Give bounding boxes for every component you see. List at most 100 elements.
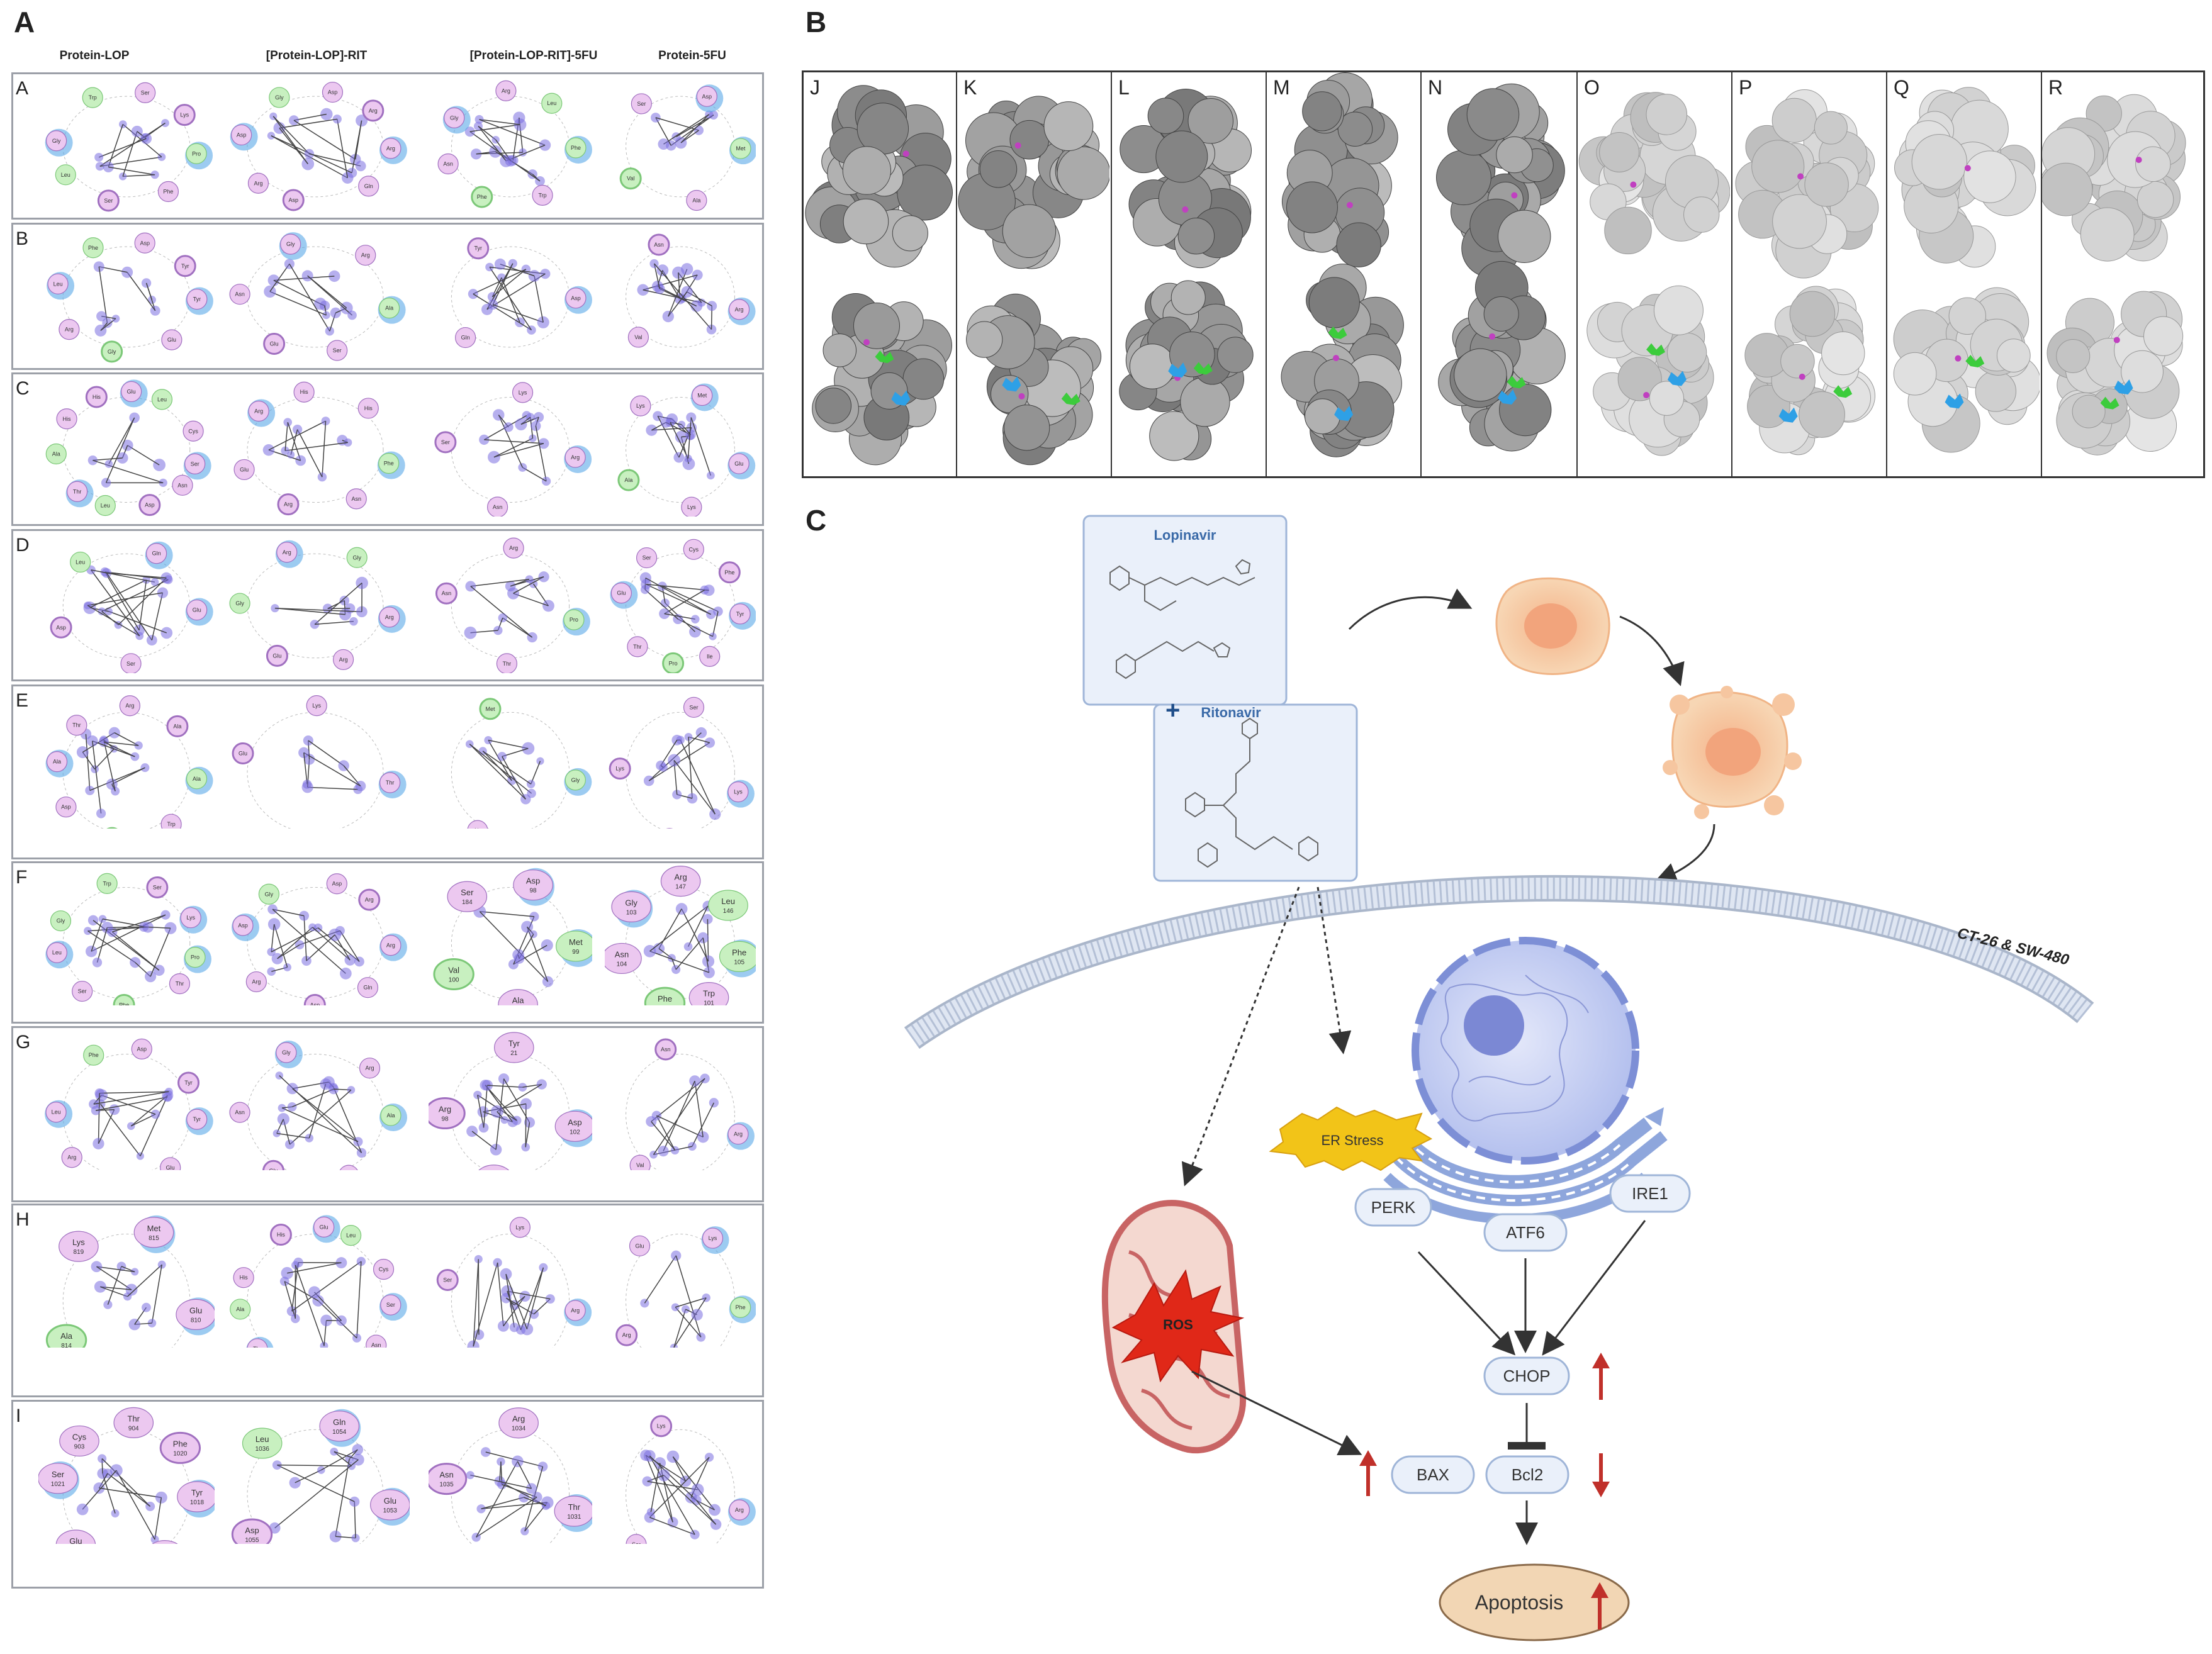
residue-bubble <box>293 381 315 403</box>
ligand-bond <box>656 1115 676 1151</box>
ligand-bond <box>126 272 156 311</box>
ligand-bond <box>478 126 507 162</box>
ligand-bond <box>688 737 693 799</box>
ligand-atom <box>160 627 173 639</box>
ligand-atom <box>529 434 537 442</box>
residue-bubble <box>94 495 116 517</box>
ligand-atom <box>644 1512 656 1523</box>
surface-lobe <box>1649 381 1685 416</box>
residue-bubble <box>728 299 750 320</box>
ligand-marker-magenta <box>2113 337 2120 344</box>
ligand-bond <box>154 1497 162 1539</box>
ligand-bond <box>284 422 288 451</box>
surface-lobe <box>2056 338 2091 373</box>
residue-bubble <box>345 488 367 510</box>
ligand-bond <box>337 119 349 178</box>
ligand-bond <box>663 1080 695 1151</box>
surface-lobe <box>1435 150 1491 206</box>
residue-label: Trp <box>167 821 176 827</box>
ligand-bond <box>535 425 547 482</box>
row-label: F <box>16 867 28 888</box>
residue-label: Trp <box>103 880 111 886</box>
ligand-atom <box>287 1102 297 1112</box>
ligand-atom <box>531 420 541 432</box>
surface-lobe <box>1499 383 1552 437</box>
residue-label: Gln <box>461 335 470 341</box>
ligand-atom <box>76 746 89 759</box>
ligand-atom <box>541 476 551 486</box>
residue-bubble <box>692 384 713 406</box>
residue-bubble <box>276 1042 297 1063</box>
ligand-atom <box>291 1314 300 1324</box>
surface-panel-o: O <box>1578 72 1732 476</box>
ligand-bond <box>473 1262 498 1347</box>
ligand-bond <box>273 279 321 305</box>
ligand-atom <box>157 1260 166 1269</box>
ligand-bond <box>96 1266 132 1290</box>
surface-lobe <box>1057 146 1109 200</box>
ligand-atom <box>480 1447 491 1457</box>
binding-pocket-outline <box>247 712 384 829</box>
residue-bubble <box>564 769 586 791</box>
ligand-atom <box>538 438 549 449</box>
ligand-atom <box>464 626 477 639</box>
residue-bubble <box>429 1463 468 1495</box>
residue-label: Ser <box>443 1277 452 1283</box>
residue-bubble <box>121 381 142 403</box>
residue-bubble <box>245 971 267 993</box>
interaction-row-g: GTyrGluGlyArgLeuPheAspTyrAlaSerGluAsnGly… <box>11 1026 764 1202</box>
ligand-atom <box>128 1318 141 1331</box>
ligand-atom <box>116 452 128 464</box>
residue-label: Gln <box>363 985 372 991</box>
ligand-atom <box>471 148 482 160</box>
ligand-atom <box>489 145 502 158</box>
residue-bubble <box>248 400 269 422</box>
residue-bubble <box>96 873 118 895</box>
residue-bubble <box>727 1124 749 1145</box>
ligand-bond <box>272 116 310 155</box>
residue-label: Gly <box>265 891 274 897</box>
residue-label: Leu <box>52 949 62 956</box>
residue-bubble <box>269 1224 292 1246</box>
ligand-bond <box>469 744 532 794</box>
ligand-bond <box>92 740 135 757</box>
ligand-atom <box>493 625 503 635</box>
residue-bubble <box>380 935 401 956</box>
protein-surface-apo <box>1894 87 2036 268</box>
ligand-bond <box>127 1264 162 1297</box>
ligand-bond <box>82 1470 117 1510</box>
surface-panel-label: K <box>963 76 977 99</box>
residue-bubble <box>55 164 76 186</box>
residue-label: Phe <box>163 188 173 194</box>
residue-bubble <box>471 186 493 208</box>
residue-label: Phe <box>477 194 487 200</box>
protein-surface-complex <box>1281 264 1404 457</box>
residue-label: Glu <box>635 1243 644 1249</box>
ligand-bond <box>677 618 713 637</box>
ligand-atom <box>537 1461 548 1472</box>
residue-number: 102 <box>570 1129 580 1136</box>
residue-number: 1036 <box>255 1446 270 1453</box>
ligand-marker-blue <box>1667 371 1687 386</box>
surface-lobe <box>1217 337 1254 373</box>
ligand-atom <box>641 579 651 590</box>
residue-label: Leu <box>53 281 63 287</box>
ligand-bond <box>702 937 710 973</box>
ligand-atom <box>155 1491 167 1504</box>
ligand-bond <box>489 267 532 331</box>
residue-bubble <box>113 1407 154 1438</box>
residue-label: Phe <box>173 1439 188 1448</box>
ligand-bond <box>335 1459 350 1537</box>
interaction-diagram-h-4: PheAsnArgGluLys <box>615 1226 756 1348</box>
residue-label: Leu <box>101 502 110 508</box>
ligand-bond <box>151 593 164 640</box>
ligand-atom <box>668 754 681 767</box>
ligand-atom <box>279 1277 289 1287</box>
residue-bubble <box>541 92 563 114</box>
